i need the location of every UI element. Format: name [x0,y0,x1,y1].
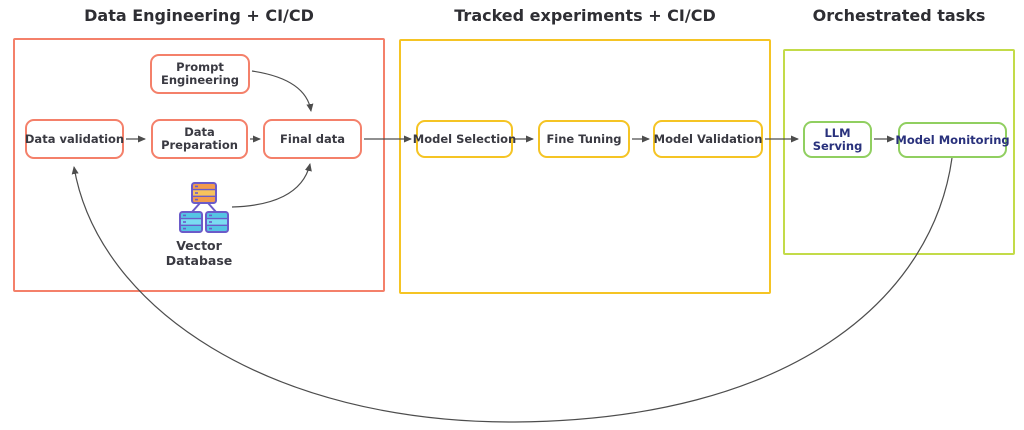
node-fine-tuning: Fine Tuning [538,120,630,158]
section-title-orchestrated-tasks: Orchestrated tasks [812,6,986,25]
node-model-selection: Model Selection [413,120,516,158]
section-title-data-engineering: Data Engineering + CI/CD [84,6,314,25]
node-prompt-engineering: Prompt Engineering [150,54,250,94]
node-final-data: Final data [263,119,362,159]
node-llm-serving: LLM Serving [803,121,872,158]
node-model-monitoring: Model Monitoring [895,122,1010,158]
vector-database-label: Vector Database [165,238,233,268]
node-data-validation: Data validation [25,119,124,159]
section-box-tracked-experiments [399,39,771,294]
section-title-tracked-experiments: Tracked experiments + CI/CD [454,6,716,25]
node-data-preparation: Data Preparation [151,119,248,159]
node-model-validation: Model Validation [653,120,763,158]
vector-database-icon [179,182,229,233]
